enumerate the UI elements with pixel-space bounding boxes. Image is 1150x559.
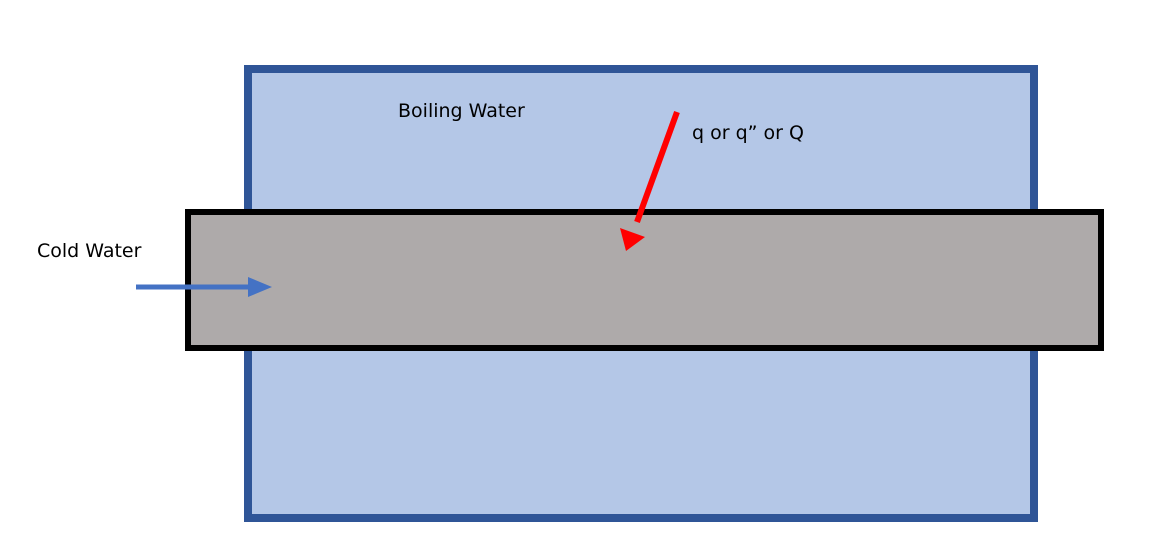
- pipe: [185, 209, 1104, 351]
- cold-water-label: Cold Water: [37, 240, 142, 262]
- heat-transfer-label: q or q” or Q: [692, 122, 804, 144]
- boiling-water-label: Boiling Water: [398, 100, 525, 122]
